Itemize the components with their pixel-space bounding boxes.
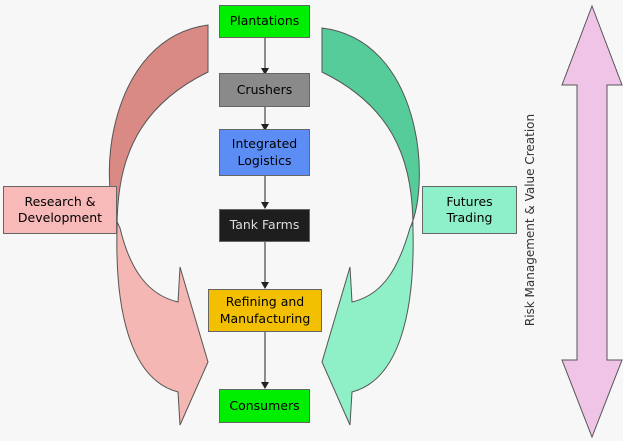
left-curved-arrow [108,24,209,426]
right-curved-arrow [321,27,420,426]
consumers-box: Consumers [219,389,310,423]
futures-trading-box: Futures Trading [422,186,517,234]
futures-trading-label: Futures Trading [446,193,493,225]
plantations-box: Plantations [219,5,310,38]
risk-double-arrow [561,4,623,439]
refining-manufacturing-label: Refining and Manufacturing [219,294,311,326]
integrated-logistics-label: Integrated Logistics [231,136,298,168]
integrated-logistics-box: Integrated Logistics [219,129,310,176]
tank-farms-label: Tank Farms [229,217,300,233]
refining-manufacturing-box: Refining and Manufacturing [208,289,322,332]
crushers-label: Crushers [236,81,293,97]
consumers-label: Consumers [229,397,300,413]
crushers-box: Crushers [219,73,310,107]
research-development-label: Research & Development [17,193,103,225]
risk-management-label: Risk Management & Value Creation [520,60,540,380]
risk-management-text: Risk Management & Value Creation [523,113,537,327]
research-development-box: Research & Development [3,186,117,234]
tank-farms-box: Tank Farms [219,209,310,242]
process-connectors [261,38,269,389]
plantations-label: Plantations [229,13,300,29]
